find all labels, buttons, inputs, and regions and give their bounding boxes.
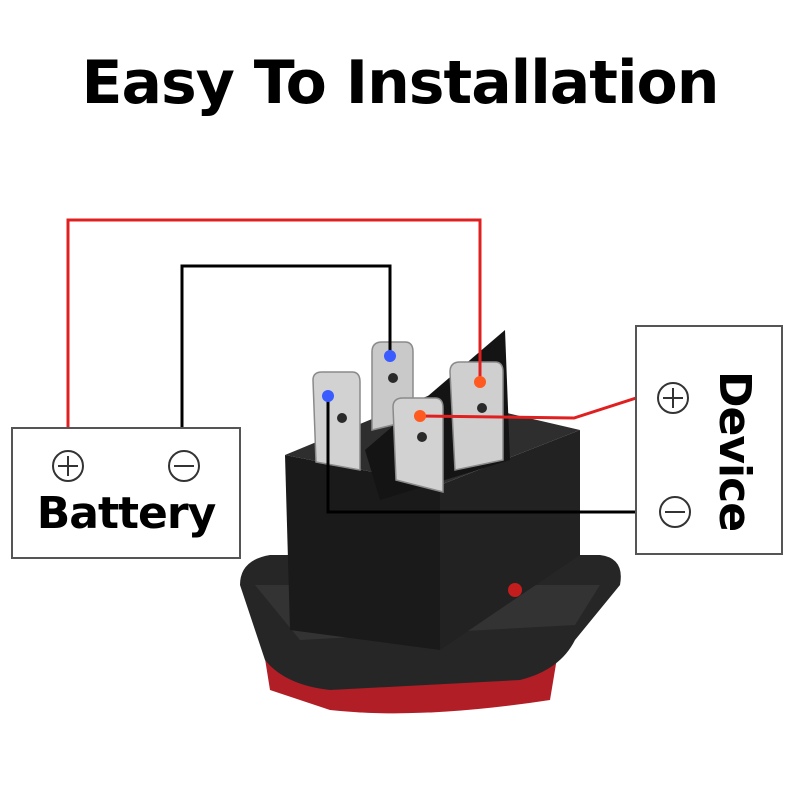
switch-indicator-light	[508, 583, 522, 597]
switch-body-front	[285, 455, 440, 650]
wire-battery-negative	[180, 264, 392, 428]
switch-body-side	[440, 430, 580, 650]
terminal-front-left	[312, 371, 361, 471]
plus-circle-icon	[52, 450, 84, 482]
marker-blue-front	[322, 390, 334, 402]
page-title: Easy To Installation	[81, 48, 720, 118]
minus-circle-icon	[168, 450, 200, 482]
marker-orange-back	[474, 376, 486, 388]
battery-label: Battery	[36, 488, 217, 539]
plus-circle-icon	[657, 382, 689, 414]
wire-device-positive	[419, 396, 637, 420]
terminal-front-right	[392, 397, 444, 493]
wire-battery-positive	[66, 218, 482, 428]
marker-orange-front	[414, 410, 426, 422]
battery-box	[11, 427, 241, 559]
marker-blue-back	[384, 350, 396, 362]
device-label: Device	[709, 370, 760, 532]
minus-circle-icon	[659, 496, 691, 528]
wire-device-negative	[326, 396, 636, 514]
